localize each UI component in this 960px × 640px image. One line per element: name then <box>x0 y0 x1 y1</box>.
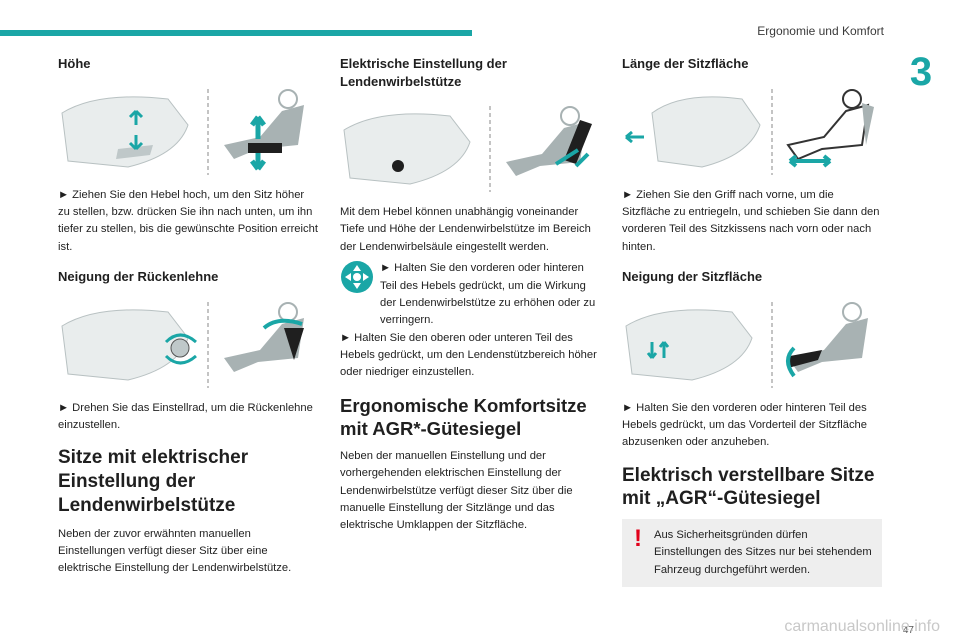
text-step-2: ► Halten Sie den oberen oder unteren Tei… <box>340 331 597 379</box>
column-2: Elektrische Einstellung der Lendenwirbel… <box>340 55 600 547</box>
running-head: Ergonomie und Komfort <box>757 24 884 38</box>
text-step-1: ► Halten Sie den vorderen oder hinteren … <box>380 262 596 327</box>
lumbar-support-illustration <box>343 106 592 193</box>
column-3: Länge der Sitzfläche ► Ziehen Sie den Gr… <box>622 55 882 588</box>
heading-elektrische-einstellung: Elektrische Einstellung der Lendenwirbel… <box>340 56 507 89</box>
heading-laenge-sitzflaeche: Länge der Sitzfläche <box>622 56 749 71</box>
seat-tilt-illustration <box>625 301 868 388</box>
backrest-tilt-illustration <box>61 301 304 388</box>
text-elektrische-einstellung: Mit dem Hebel können unabhängig voneinan… <box>340 206 591 253</box>
heading-agr: Ergonomische Komfortsitze mit AGR*-Gütes… <box>340 394 587 439</box>
heading-neigung-rueckenlehne: Neigung der Rückenlehne <box>58 268 219 284</box>
heading-elektrische-lendenwirbelstuetze: Sitze mit elektrischer Einstellung der L… <box>58 447 249 516</box>
page-number: 47 <box>902 625 914 636</box>
warning-text: Aus Sicherheitsgründen dürfen Einstellun… <box>654 529 872 576</box>
heading-elektrisch-verstellbare-sitze: Elektrisch verstellbare Sitze mit „AGR“-… <box>622 464 875 510</box>
chapter-number: 3 <box>909 50 933 94</box>
text-neigung-rueckenlehne: ► Drehen Sie das Einstellrad, um die Rüc… <box>58 401 313 431</box>
column-1: Höhe ► Ziehen Sie den Hebel hoch, um den… <box>58 55 318 590</box>
text-agr: Neben der manuellen Einstellung und der … <box>340 449 573 532</box>
watermark: carmanualsonline.info <box>784 618 940 635</box>
text-intro-lendenwirbelstuetze: Neben der zuvor erwähnten manuellen Eins… <box>58 527 292 575</box>
warning-box: ! Aus Sicherheitsgründen dürfen Einstell… <box>622 519 882 588</box>
info-step: ► Halten Sie den vorderen oder hinteren … <box>340 260 600 329</box>
heading-hoehe: Höhe <box>58 56 91 71</box>
text-laenge-sitzflaeche: ► Ziehen Sie den Griff nach vorne, um di… <box>622 188 880 253</box>
seat-height-illustration <box>61 88 304 175</box>
warning-icon: ! <box>634 525 642 553</box>
text-hoehe: ► Ziehen Sie den Hebel hoch, um den Sitz… <box>58 188 318 253</box>
text-neigung-sitzflaeche: ► Halten Sie den vorderen oder hinteren … <box>622 401 868 449</box>
header-accent-bar <box>0 30 472 36</box>
seat-length-illustration <box>625 88 874 175</box>
lumbar-control-icon <box>341 261 373 294</box>
heading-neigung-sitzflaeche: Neigung der Sitzfläche <box>622 268 763 284</box>
